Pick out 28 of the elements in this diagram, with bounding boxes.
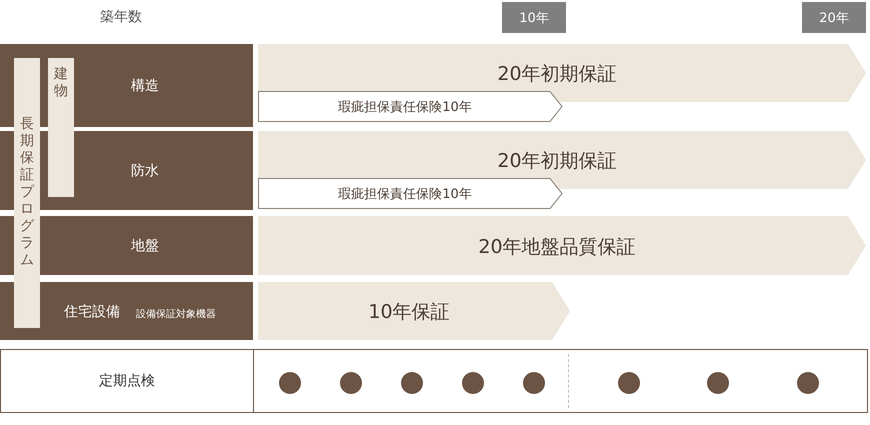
year-tab: 20年 bbox=[802, 2, 866, 33]
warranty-banner: 10年保証 bbox=[258, 282, 570, 340]
inspection-dot bbox=[462, 372, 484, 394]
inspection-dot bbox=[523, 372, 545, 394]
category-panel bbox=[0, 216, 253, 275]
category-label: 住宅設備 bbox=[64, 303, 120, 321]
warranty-banner: 20年地盤品質保証 bbox=[258, 216, 866, 275]
inspection-dot bbox=[707, 372, 729, 394]
sub-label: 設備保証対象機器 bbox=[136, 308, 216, 321]
category-label: 地盤 bbox=[130, 236, 160, 254]
category-label: 防水 bbox=[130, 162, 160, 180]
category-panel bbox=[0, 282, 253, 340]
category-label: 構造 bbox=[130, 76, 160, 94]
inspection-row bbox=[0, 349, 868, 413]
insurance-banner: 瑕疵担保責任保険10年 bbox=[258, 178, 562, 209]
vertical-band bbox=[14, 58, 40, 328]
inspection-dot bbox=[797, 372, 819, 394]
inspection-dot bbox=[279, 372, 301, 394]
vertical-band bbox=[48, 58, 74, 197]
year-tab: 10年 bbox=[502, 2, 566, 33]
axis-label: 築年数 bbox=[100, 8, 142, 26]
row-label: 定期点検 bbox=[98, 372, 156, 390]
vertical-label: 建物 bbox=[52, 66, 69, 100]
inspection-dot bbox=[618, 372, 640, 394]
inspection-dot bbox=[401, 372, 423, 394]
insurance-banner: 瑕疵担保責任保険10年 bbox=[258, 91, 562, 122]
vertical-label: 長期保証プログラム bbox=[19, 116, 36, 269]
inspection-dot bbox=[340, 372, 362, 394]
